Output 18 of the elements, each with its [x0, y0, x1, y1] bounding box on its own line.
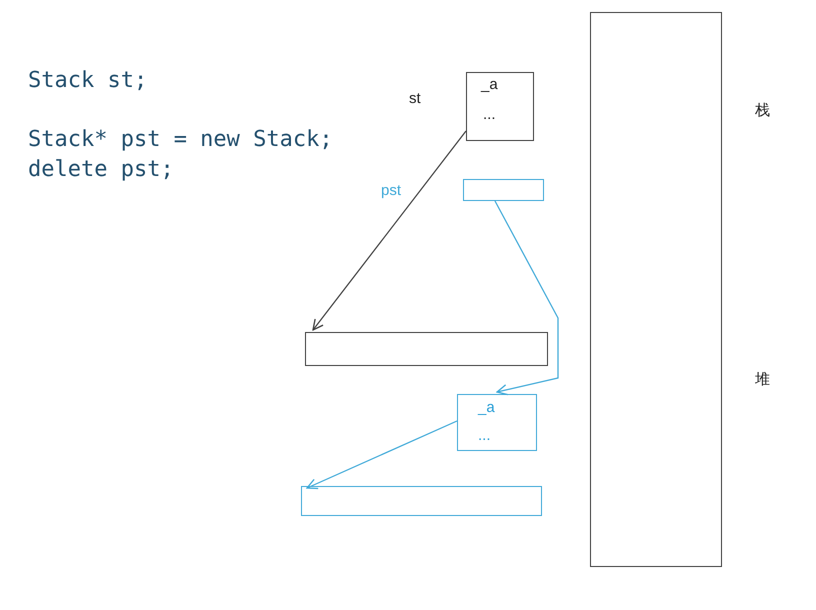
code-line: delete pst;: [28, 159, 174, 181]
arrow: [494, 200, 559, 396]
field-name: _a: [478, 400, 495, 415]
ellipsis: ...: [478, 428, 491, 443]
region-label: 栈: [755, 103, 770, 118]
field-name: _a: [481, 77, 498, 92]
code-line: Stack* pst = new Stack;: [28, 129, 333, 151]
arrow: [306, 420, 458, 490]
memory-box: [301, 486, 542, 516]
variable-name: st: [409, 91, 421, 106]
variable-name: pst: [381, 183, 402, 198]
code-line: Stack st;: [28, 70, 148, 92]
region-label: 堆: [755, 372, 770, 387]
ellipsis: ...: [483, 107, 496, 122]
memory-box: [457, 394, 537, 451]
memory-box: [463, 179, 544, 201]
memory-box: [305, 332, 548, 366]
arrow: [312, 130, 466, 331]
